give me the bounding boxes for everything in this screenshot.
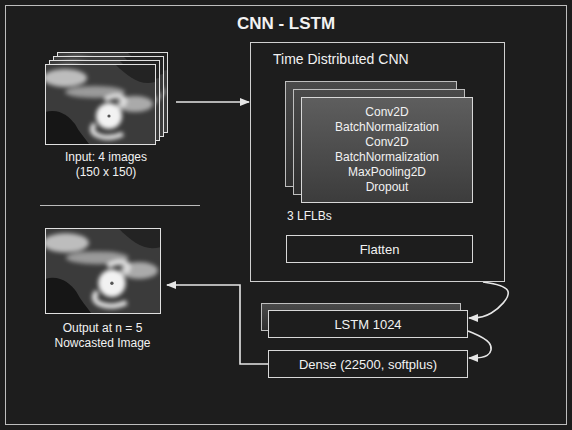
panel-heading: Time Distributed CNN [273,51,482,68]
box-label: Dense (22500, softplus) [299,357,437,372]
input-stack [43,52,168,145]
output-image: Output at n = 5 Nowcasted Image [40,225,165,351]
satellite-frame [43,64,155,144]
image-caption: Input: 4 images (150 x 150) [54,150,158,180]
process-box: Dense (22500, softplus) [268,350,468,378]
frame-border [46,229,161,314]
box-label: LSTM 1024 [334,317,401,332]
layer-list: Conv2D BatchNormalization Conv2D BatchNo… [306,105,468,195]
flow-arrow [176,101,249,103]
flow-arrow [469,282,508,318]
diagram-title: CNN - LSTM [0,14,572,34]
input-image: Input: 4 images (150 x 150) [40,50,172,180]
flow-arrow [468,331,491,358]
output-picture [43,228,161,314]
separator-line [40,205,200,206]
process-box: LSTM 1024 [268,310,468,338]
process-box: Flatten [286,235,473,263]
satellite-frame [43,228,160,313]
box-label: Flatten [360,242,400,257]
frame-border [46,65,156,145]
outer-frame [6,6,567,425]
cnn-panel: Time Distributed CNN Conv2D BatchNormaliz… [250,42,505,282]
image-caption: Output at n = 5 Nowcasted Image [51,321,155,351]
stack-label: 3 LFLBs [287,209,332,223]
flow-arrow [167,285,268,364]
layer-stack: Conv2D BatchNormalization Conv2D BatchNo… [301,97,473,203]
